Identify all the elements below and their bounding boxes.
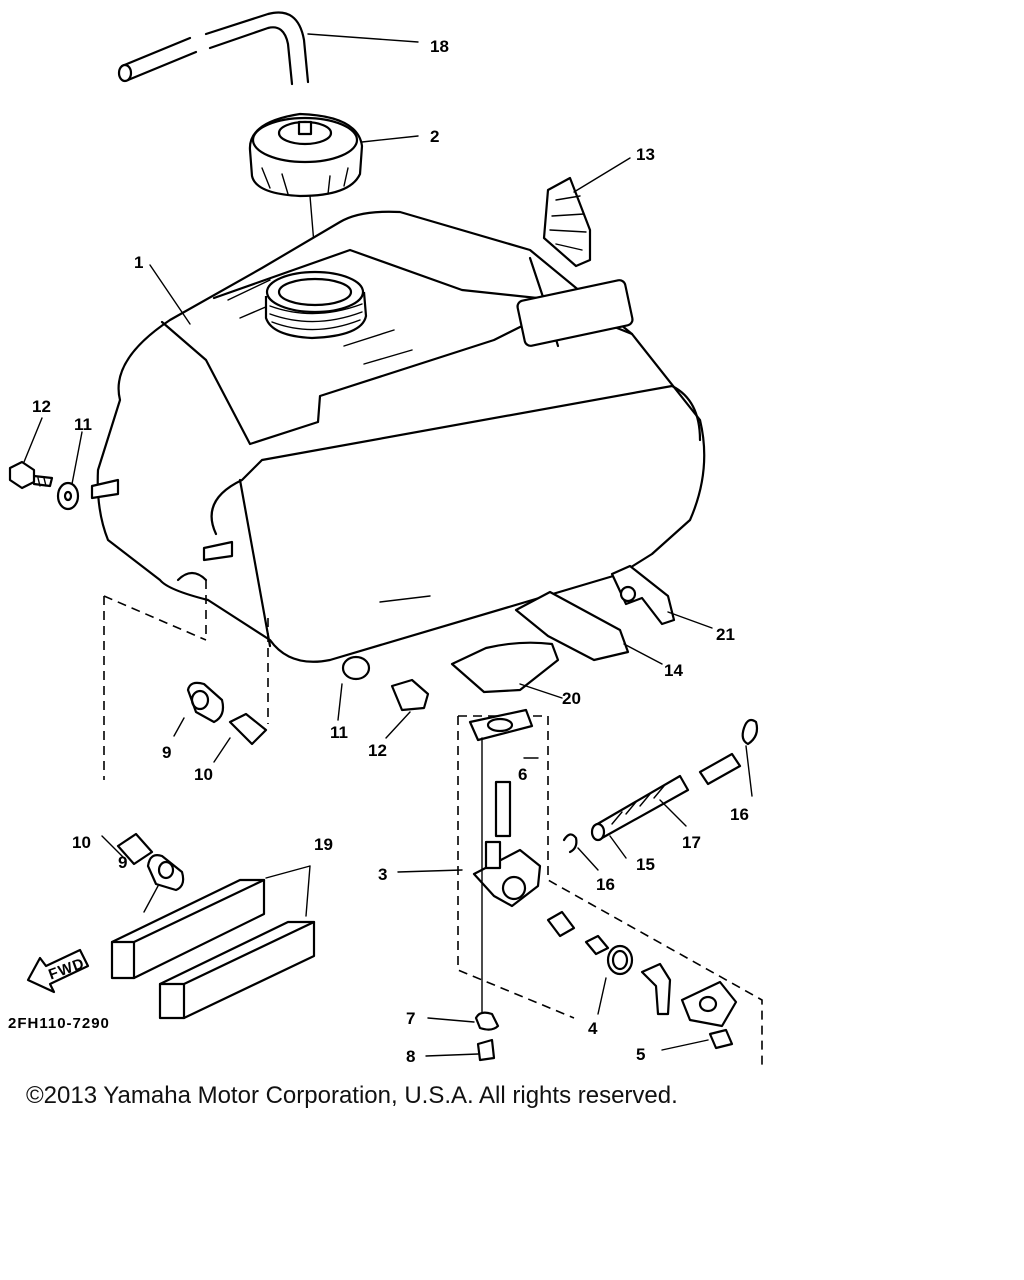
fuel-cap	[248, 112, 419, 269]
callout-10-upper: 10	[194, 765, 213, 784]
grommet-collar	[101, 580, 269, 913]
breather-hose	[117, 11, 419, 86]
callout-7: 7	[406, 1009, 415, 1028]
copyright-notice: ©2013 Yamaha Motor Corporation, U.S.A. A…	[26, 1082, 678, 1109]
callout-21: 21	[716, 625, 735, 644]
fuel-tank	[90, 210, 706, 663]
damper-blocks	[110, 865, 316, 1020]
callout-4: 4	[588, 1019, 598, 1038]
fuel-hose-parts	[562, 718, 759, 871]
bracket	[610, 564, 713, 629]
callout-3: 3	[378, 865, 387, 884]
callout-20: 20	[562, 689, 581, 708]
tank-strap-rubber	[542, 157, 631, 268]
callout-11-right: 11	[330, 723, 348, 742]
fuel-cock-assembly	[397, 708, 763, 1068]
fwd-label: FWD	[46, 955, 87, 984]
callout-14: 14	[664, 661, 683, 680]
cock-internals	[546, 910, 738, 1051]
callout-11-left: 11	[74, 415, 92, 434]
callout-18: 18	[430, 37, 449, 56]
callout-5: 5	[636, 1045, 645, 1064]
bolt-washer-left	[8, 417, 83, 511]
diagram-code: 2FH110-7290	[8, 1015, 110, 1032]
callout-19: 19	[314, 835, 333, 854]
callout-2: 2	[430, 127, 439, 146]
callout-1: 1	[134, 253, 143, 272]
callout-8: 8	[406, 1047, 415, 1066]
callout-9-upper: 9	[162, 743, 171, 762]
callout-17: 17	[682, 833, 701, 852]
callout-16-left: 16	[596, 875, 615, 894]
damper-bracket	[450, 590, 663, 699]
callout-12-right: 12	[368, 741, 387, 760]
parts-diagram: FWD 18 2 13 1 12	[8, 11, 763, 1068]
bolt-washer-right	[337, 655, 430, 739]
callout-13: 13	[636, 145, 655, 164]
fwd-arrow-icon: FWD	[26, 948, 90, 994]
callout-12-left: 12	[32, 397, 51, 416]
callout-6: 6	[518, 765, 527, 784]
callout-10-lower: 10	[72, 833, 91, 852]
callout-16-right: 16	[730, 805, 749, 824]
callout-15: 15	[636, 855, 655, 874]
callout-9-lower: 9	[118, 853, 127, 872]
